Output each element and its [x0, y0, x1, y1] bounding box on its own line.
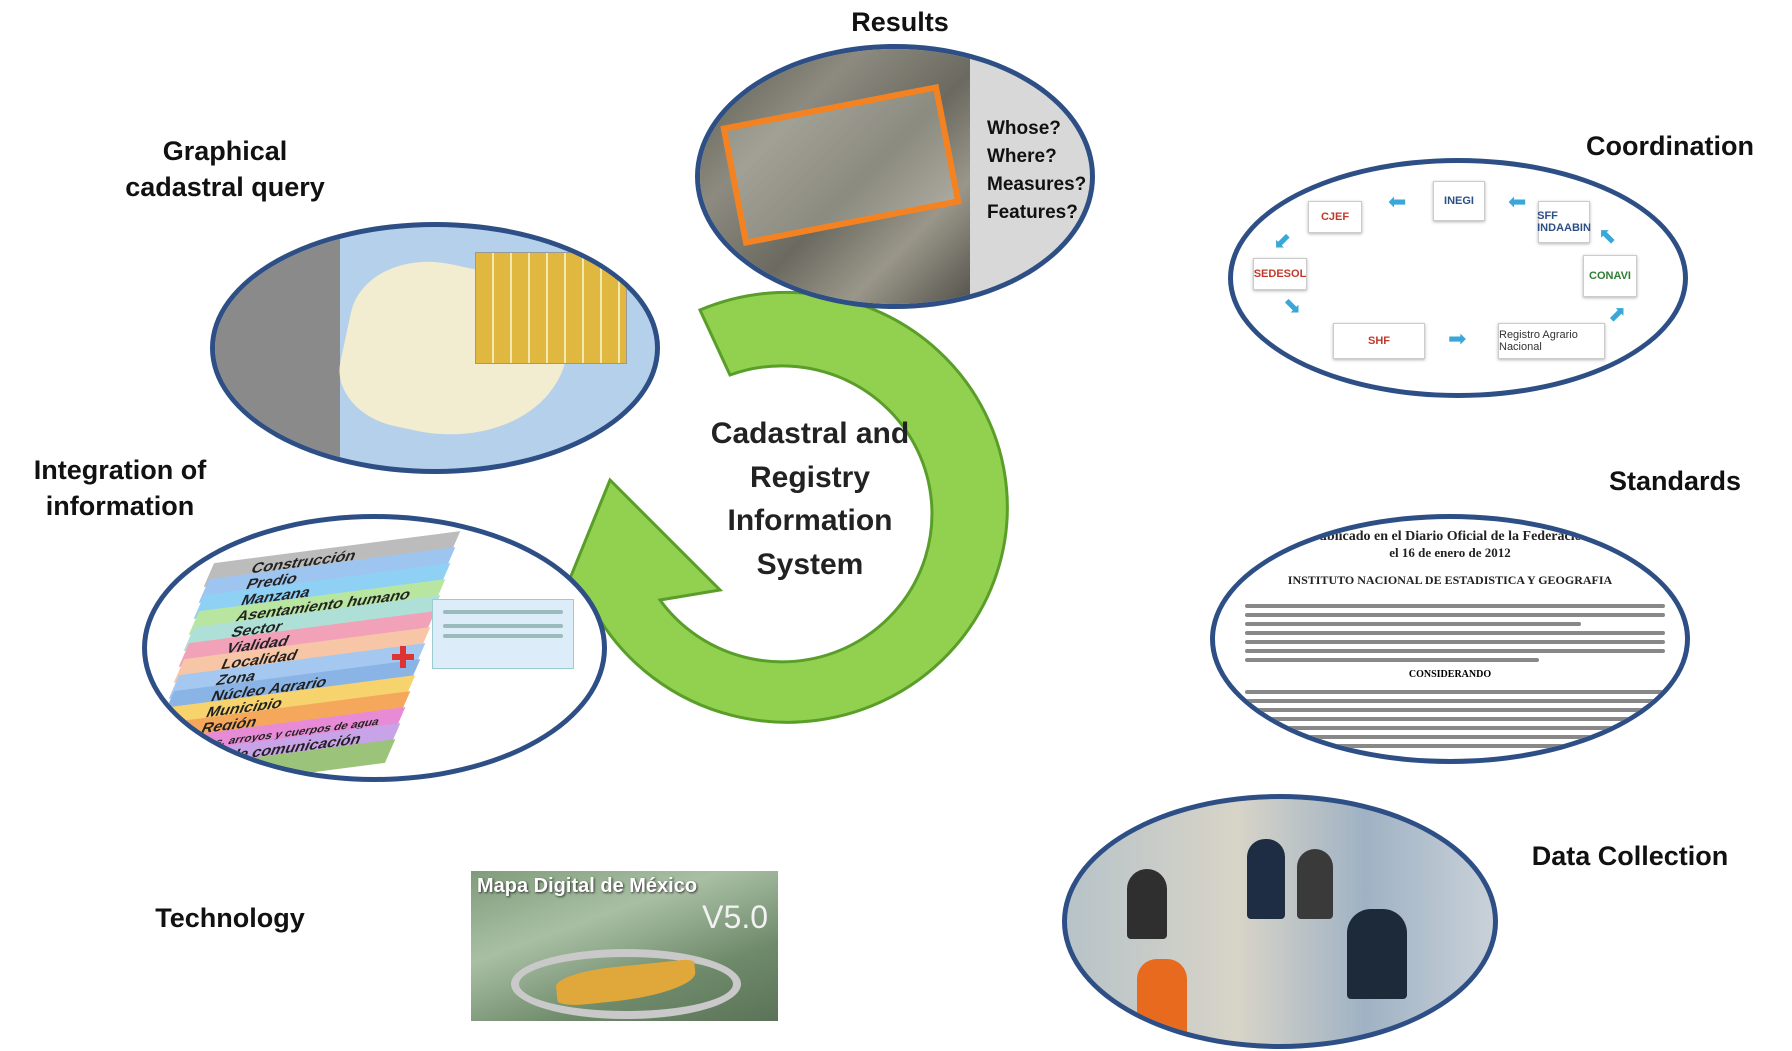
aerial-image [700, 49, 970, 304]
doc-considerando: CONSIDERANDO [1408, 669, 1492, 680]
logo-shf: SHF [1333, 323, 1425, 359]
coordination-label: Coordination [1586, 131, 1754, 161]
doc-body-text-2 [1245, 685, 1665, 753]
results-ellipse: Whose? Where? Measures? Features? [695, 44, 1095, 309]
parcel-outline [720, 83, 962, 247]
ring-icon [511, 949, 741, 1019]
center-line-4: System [756, 547, 864, 581]
data-tables-image [432, 599, 574, 669]
integration-line-1: Integration of [33, 455, 207, 485]
technology-banner: Mapa Digital de México V5.0 [471, 871, 778, 1021]
doc-heading-1: Publicado en el Diario Oficial de la Fed… [1310, 529, 1590, 544]
flow-arrow-1: ⬅ [1388, 189, 1407, 214]
graphical-line-2: cadastral query [125, 172, 325, 203]
data-collection-label: Data Collection [1531, 841, 1729, 871]
flow-arrow-5: ⬊ [1283, 293, 1302, 318]
results-questions: Whose? Where? Measures? Features? [987, 115, 1086, 227]
doc-heading-2: el 16 de enero de 2012 [1389, 545, 1511, 560]
parcel-map [475, 252, 627, 364]
center-line-1: Cadastral and [710, 417, 910, 450]
graphical-line-1: Graphical [162, 136, 288, 166]
standards-ellipse: Publicado en el Diario Oficial de la Fed… [1210, 514, 1690, 764]
standards-label: Standards [1608, 466, 1742, 496]
flow-arrow-6: ➡ [1448, 326, 1467, 351]
doc-body-text [1245, 599, 1665, 667]
cycle-arrow [542, 290, 1009, 724]
plus-icon [392, 646, 414, 668]
flow-arrow-4: ⬉ [1598, 223, 1617, 248]
gis-sidebar [215, 227, 340, 469]
banner-version: V5.0 [702, 899, 768, 935]
logo-inegi: INEGI [1433, 181, 1485, 221]
graphical-ellipse [210, 222, 660, 474]
data-collection-ellipse [1062, 794, 1498, 1049]
integration-ellipse: Construcción Predio Manzana Asentamiento… [142, 514, 607, 782]
technology-label: Technology [155, 903, 305, 933]
integration-label: Integration of information [5, 452, 235, 525]
question-features: Features? [987, 202, 1078, 223]
results-label: Results [851, 7, 949, 37]
graphical-label: Graphical cadastral query [90, 133, 360, 206]
flow-arrow-7: ⬈ [1608, 301, 1627, 326]
integration-line-2: information [45, 491, 195, 522]
doc-heading-3: INSTITUTO NACIONAL DE ESTADISTICA Y GEOG… [1287, 573, 1613, 587]
coordination-ellipse: INEGI CJEF SFF INDAABIN SEDESOL CONAVI S… [1228, 158, 1688, 398]
banner-title: Mapa Digital de México [477, 875, 698, 897]
logo-cjef: CJEF [1308, 201, 1362, 233]
center-title: Cadastral and Registry Information Syste… [680, 412, 940, 586]
center-line-3: Information [727, 504, 893, 537]
flow-arrow-3: ⬋ [1273, 228, 1292, 253]
logo-conavi: CONAVI [1583, 255, 1637, 297]
office-photo [1127, 869, 1167, 939]
logo-sedesol: SEDESOL [1253, 258, 1307, 290]
question-where: Where? [987, 146, 1057, 167]
center-line-2: Registry [749, 460, 871, 494]
flow-arrow-2: ⬅ [1508, 189, 1527, 214]
question-measures: Measures? [987, 174, 1087, 195]
logo-ran: Registro Agrario Nacional [1498, 323, 1605, 359]
question-whose: Whose? [987, 118, 1061, 139]
logo-indaabin: SFF INDAABIN [1537, 201, 1591, 243]
